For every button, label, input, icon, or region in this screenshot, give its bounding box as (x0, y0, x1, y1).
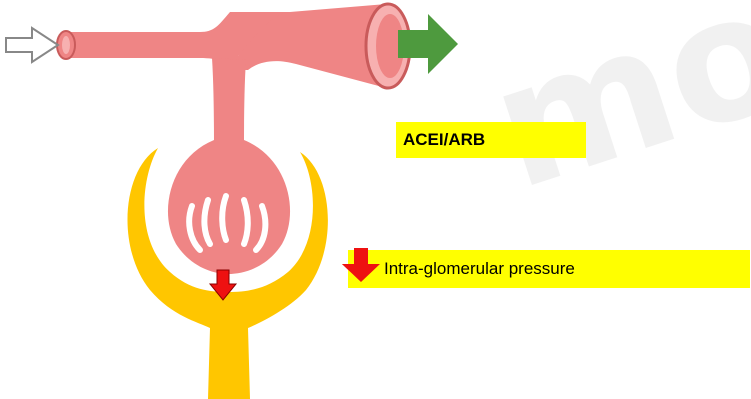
effect-label-text: Intra-glomerular pressure (384, 259, 575, 278)
drug-label-text: ACEI/ARB (403, 130, 485, 149)
afferent-lumen (62, 36, 70, 54)
effect-label: Intra-glomerular pressure (348, 250, 750, 288)
glomerular-tuft (168, 140, 290, 274)
afferent-inflow-arrow-icon (6, 28, 58, 62)
vascular-stalk (212, 58, 246, 150)
drug-label: ACEI/ARB (396, 122, 586, 158)
